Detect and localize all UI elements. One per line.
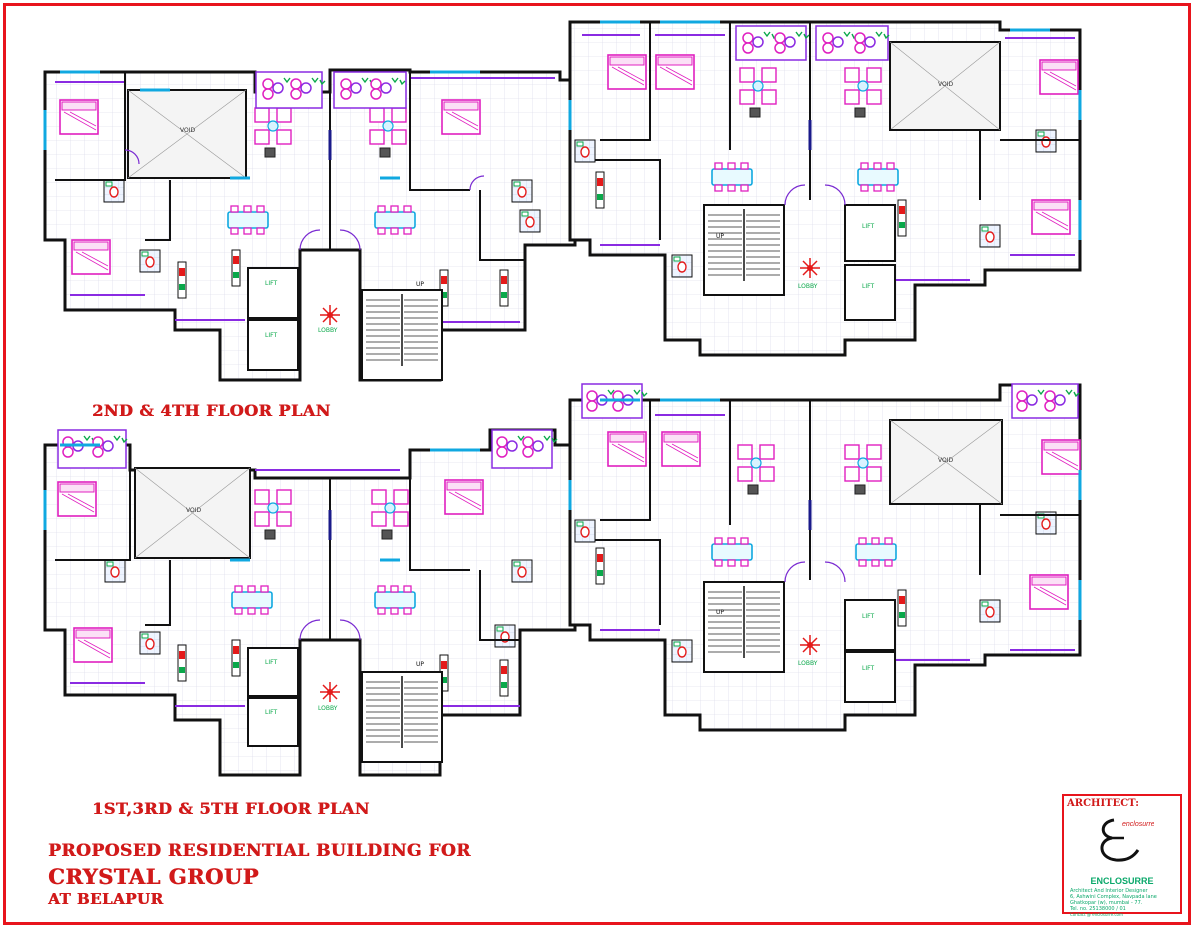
- architect-logo-tag: enclosurre: [1122, 821, 1154, 828]
- lift-label: LIFT: [265, 659, 277, 666]
- upper-floor-plan-title: 2ND & 4TH FLOOR PLAN: [92, 401, 331, 420]
- upper-floor-plan: VOID VOID: [43, 20, 1082, 382]
- lift-label: LIFT: [862, 613, 874, 620]
- lower-floor-plan-title: 1ST,3RD & 5TH FLOOR PLAN: [92, 799, 370, 818]
- architect-address-line: Ghatkopar (w), mumbai - 77.: [1070, 900, 1143, 906]
- architect-logo-icon: enclosurre: [1100, 818, 1154, 862]
- up-label: UP: [416, 281, 424, 288]
- lower-floor-plan: VOID VOID LIFT LIFT UP: [43, 383, 1082, 777]
- architect-contact-line: Contact @ enclosurre.com: [1070, 912, 1123, 917]
- sheet-border: [3, 3, 1191, 925]
- lift-label: LIFT: [862, 283, 874, 290]
- lift-label: LIFT: [265, 280, 277, 287]
- project-title-location: AT BELAPUR: [48, 890, 164, 908]
- project-title-client: CRYSTAL GROUP: [48, 864, 259, 889]
- architect-title-block: ARCHITECT: enclosurre ENCLOSURRE Archite…: [1062, 794, 1182, 917]
- lift-label: LIFT: [862, 665, 874, 672]
- architect-firm-name: ENCLOSURRE: [1090, 876, 1154, 886]
- void-label: VOID: [186, 507, 201, 514]
- architect-address-line: 6, Ashwini Complex, Navpada lane: [1070, 894, 1157, 900]
- up-label: UP: [716, 233, 724, 240]
- up-label: UP: [716, 609, 724, 616]
- project-title-line1: PROPOSED RESIDENTIAL BUILDING FOR: [48, 841, 471, 861]
- lobby-label: LOBBY: [798, 283, 818, 290]
- lift-label: LIFT: [265, 332, 277, 339]
- lift-label: LIFT: [265, 709, 277, 716]
- lobby-label: LOBBY: [318, 327, 338, 334]
- architect-heading: ARCHITECT:: [1067, 798, 1139, 809]
- lobby-label: LOBBY: [798, 660, 818, 667]
- up-label: UP: [416, 661, 424, 668]
- architect-phone-line: Tel. no. 25138000 / 01: [1070, 906, 1126, 912]
- void-label: VOID: [938, 81, 953, 88]
- lobby-label: LOBBY: [318, 705, 338, 712]
- architect-address-line: Architect And Interior Designer: [1070, 888, 1148, 894]
- void-label: VOID: [180, 127, 195, 134]
- void-label: VOID: [938, 457, 953, 464]
- lift-label: LIFT: [862, 223, 874, 230]
